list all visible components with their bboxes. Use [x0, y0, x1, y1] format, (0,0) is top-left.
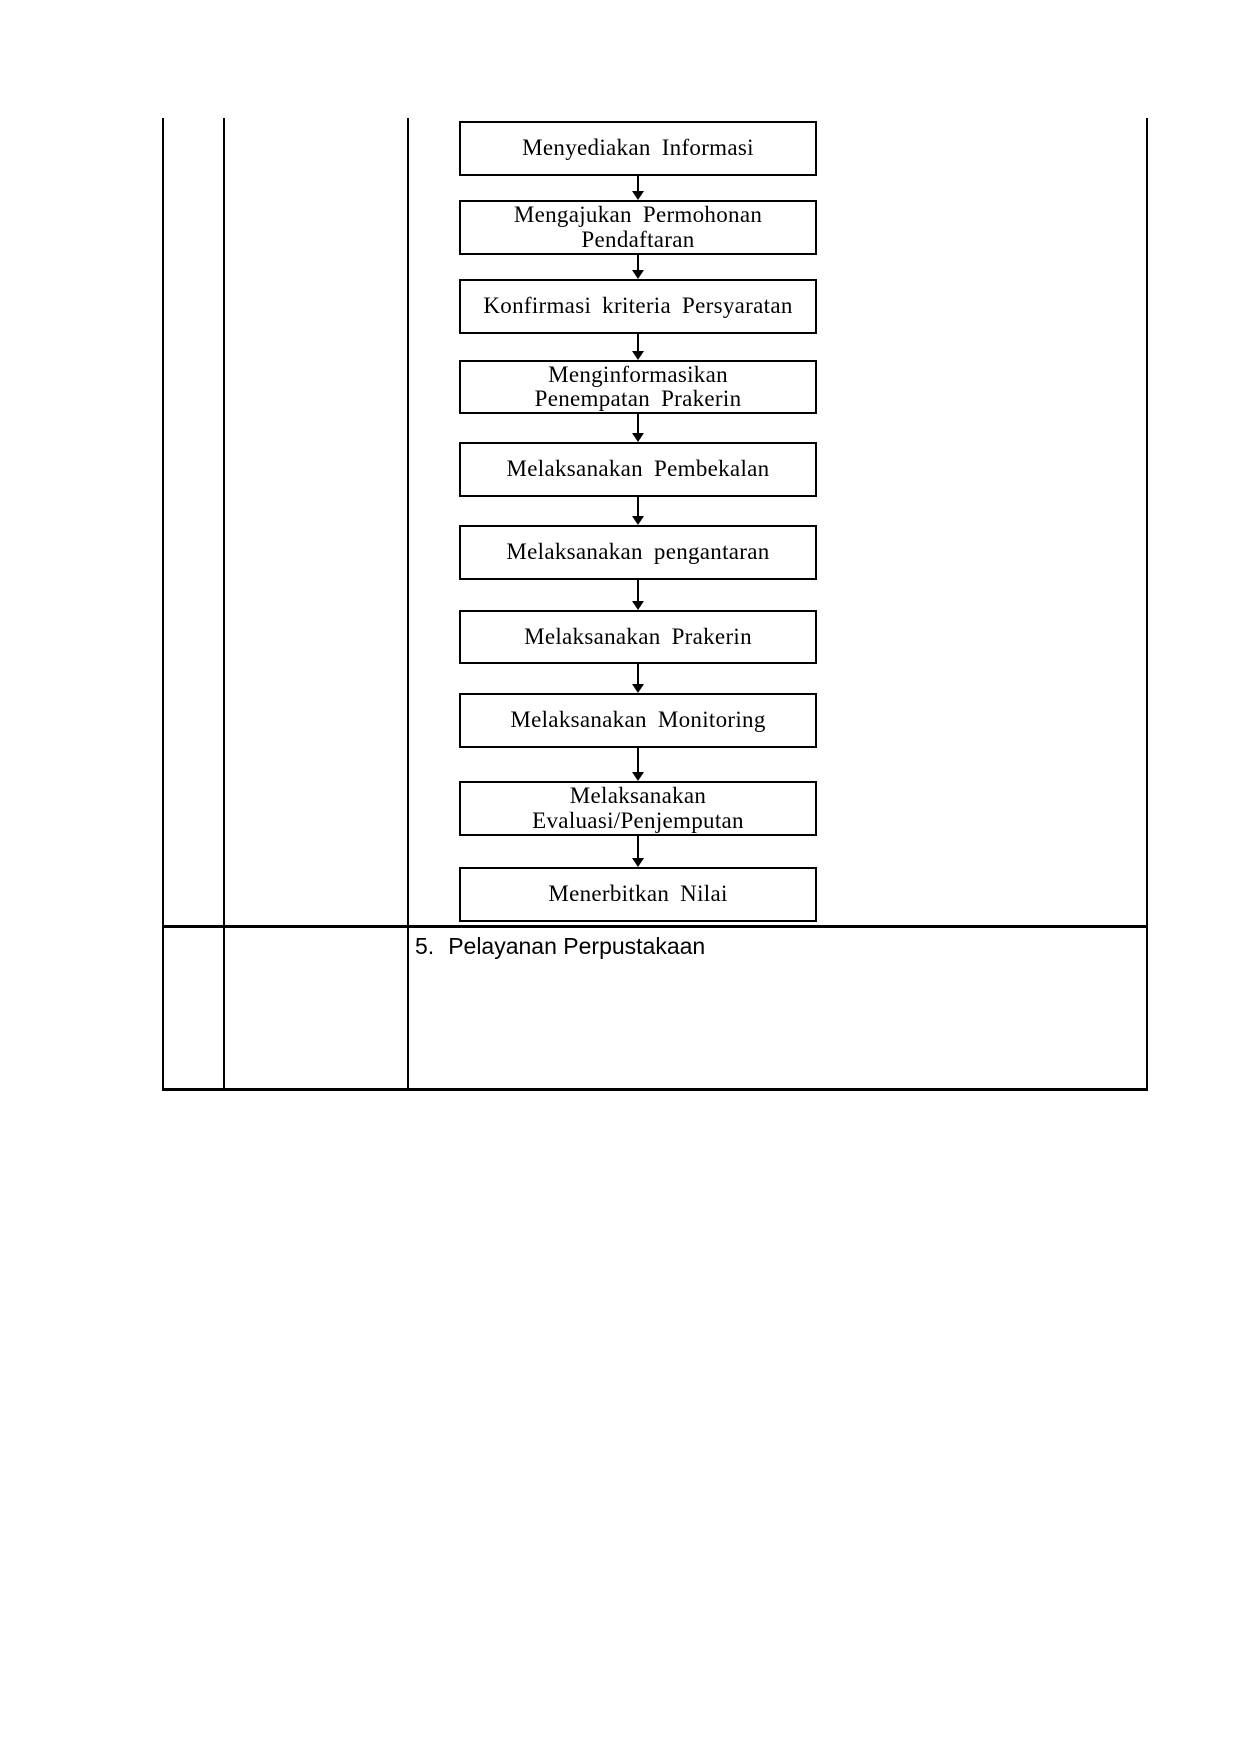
flowchart-step-konfirmasi-kriteria: Konfirmasi kriteria Persyaratan — [459, 279, 817, 334]
flowchart-step-menyediakan-informasi: Menyediakan Informasi — [459, 121, 817, 176]
flow-arrow-down-icon — [630, 334, 646, 360]
arrow-head — [632, 270, 644, 279]
flow-arrow-down-icon — [630, 664, 646, 693]
list-item-label: Pelayanan Perpustakaan — [448, 933, 706, 959]
flow-arrow-down-icon — [630, 580, 646, 610]
table-border-right — [1146, 118, 1148, 1091]
arrow-stem — [637, 836, 639, 859]
arrow-head — [632, 684, 644, 693]
list-item-number: 5. — [415, 933, 435, 959]
flowchart-step-melaksanakan-monitoring: Melaksanakan Monitoring — [459, 693, 817, 748]
table-column-divider-1 — [223, 118, 225, 1091]
arrow-head — [632, 433, 644, 442]
arrow-head — [632, 351, 644, 360]
table-border-left — [162, 118, 164, 1091]
arrow-stem — [637, 255, 639, 271]
flowchart-step-melaksanakan-evaluasi: Melaksanakan Evaluasi/Penjemputan — [459, 781, 817, 836]
flowchart-step-melaksanakan-pembekalan: Melaksanakan Pembekalan — [459, 442, 817, 497]
arrow-stem — [637, 414, 639, 434]
arrow-head — [632, 858, 644, 867]
arrow-stem — [637, 176, 639, 192]
arrow-stem — [637, 580, 639, 602]
list-item-pelayanan-perpustakaan: 5. Pelayanan Perpustakaan — [415, 933, 705, 960]
arrow-stem — [637, 664, 639, 685]
flow-arrow-down-icon — [630, 255, 646, 279]
arrow-head — [632, 516, 644, 525]
table-row-divider — [162, 925, 1148, 928]
flow-arrow-down-icon — [630, 414, 646, 442]
flow-arrow-down-icon — [630, 748, 646, 781]
arrow-head — [632, 191, 644, 200]
arrow-head — [632, 601, 644, 610]
arrow-stem — [637, 334, 639, 352]
flow-arrow-down-icon — [630, 176, 646, 200]
arrow-head — [632, 772, 644, 781]
table-column-divider-2 — [407, 118, 409, 1091]
flowchart-step-melaksanakan-prakerin: Melaksanakan Prakerin — [459, 610, 817, 664]
flowchart-step-menerbitkan-nilai: Menerbitkan Nilai — [459, 867, 817, 922]
flowchart-step-menginformasikan-penempatan: Menginformasikan Penempatan Prakerin — [459, 360, 817, 414]
flow-arrow-down-icon — [630, 497, 646, 525]
flow-arrow-down-icon — [630, 836, 646, 867]
arrow-stem — [637, 748, 639, 773]
flowchart-step-mengajukan-permohonan: Mengajukan Permohonan Pendaftaran — [459, 200, 817, 255]
table-border-bottom — [162, 1088, 1148, 1091]
arrow-stem — [637, 497, 639, 517]
flowchart-step-melaksanakan-pengantaran: Melaksanakan pengantaran — [459, 525, 817, 580]
